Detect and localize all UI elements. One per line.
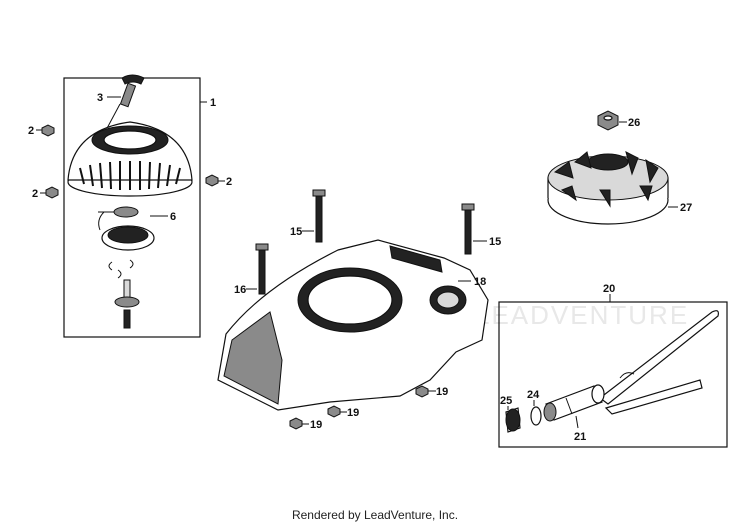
callout-15-right[interactable]: 15 [489,236,501,248]
callout-24[interactable]: 24 [527,389,540,401]
callout-19-left[interactable]: 19 [310,419,322,431]
nut-right[interactable] [205,174,219,187]
callout-19-right[interactable]: 19 [436,386,448,398]
callout-16[interactable]: 16 [234,284,246,296]
starter-housing[interactable] [67,121,193,197]
sleeve-21[interactable] [543,384,605,422]
callout-6[interactable]: 6 [170,211,176,223]
nut-left-bottom[interactable] [45,186,59,199]
callout-2-right[interactable]: 2 [226,176,232,188]
callout-1[interactable]: 1 [210,97,216,109]
callout-2-top[interactable]: 2 [28,125,34,137]
recoil-pulley[interactable] [98,206,155,251]
bolt-16[interactable] [255,243,269,295]
callout-3[interactable]: 3 [97,92,103,104]
callout-25[interactable]: 25 [500,395,512,407]
nut-19-right[interactable] [415,385,429,398]
flywheel-nut[interactable] [597,110,619,131]
callout-27[interactable]: 27 [680,202,692,214]
footer-credit: Rendered by LeadVenture, Inc. [291,508,459,522]
nut-19-middle[interactable] [327,405,341,418]
callout-26[interactable]: 26 [628,117,640,129]
callout-21[interactable]: 21 [574,431,586,443]
nut-19-left[interactable] [289,417,303,430]
blower-housing[interactable] [217,239,489,411]
callout-20[interactable]: 20 [603,283,615,295]
cap-25[interactable] [505,407,521,433]
ring-24[interactable] [530,406,542,426]
pawl-springs[interactable] [108,259,134,279]
callout-18[interactable]: 18 [474,276,486,288]
nut-left-top[interactable] [41,124,55,137]
flywheel-fan[interactable] [547,151,669,225]
callout-2-left[interactable]: 2 [32,188,38,200]
callout-15-left[interactable]: 15 [290,226,302,238]
group-box-20 [498,301,728,448]
tube-assembly[interactable] [599,310,719,415]
starter-pin[interactable] [114,279,140,329]
bolt-15-right[interactable] [461,203,475,255]
bolt-15-left[interactable] [312,189,326,243]
callout-19-middle[interactable]: 19 [347,407,359,419]
